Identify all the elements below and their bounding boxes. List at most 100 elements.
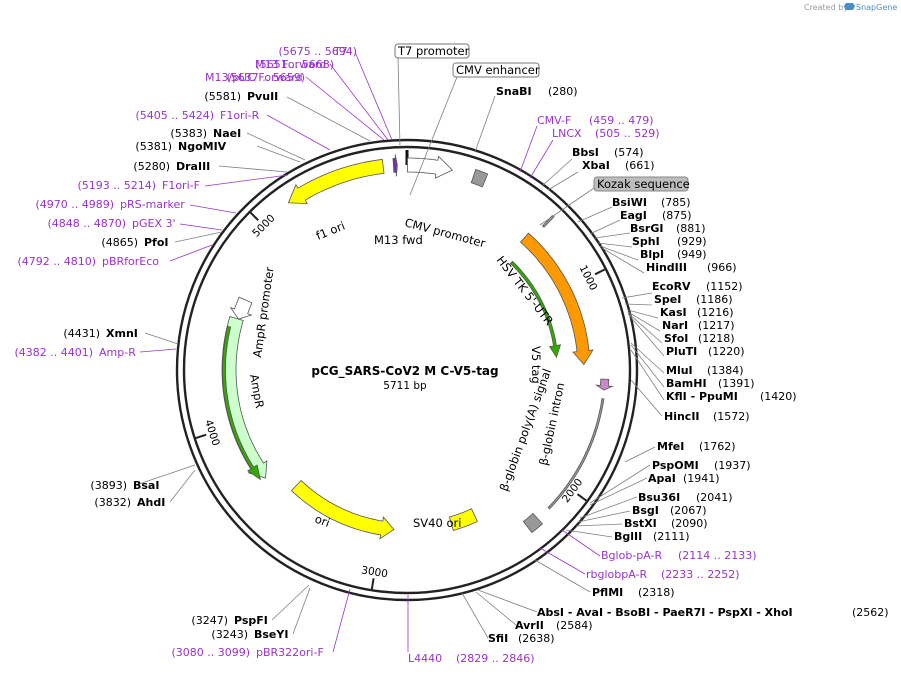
svg-text:(5193 .. 5214): (5193 .. 5214): [77, 179, 156, 192]
site-label: BglII (2111): [614, 530, 690, 543]
svg-text:(1762): (1762): [699, 440, 736, 453]
svg-text:EcoRV: EcoRV: [652, 280, 691, 293]
svg-text:pBR322ori-F: pBR322ori-F: [256, 646, 324, 659]
svg-text:(966): (966): [707, 261, 737, 274]
svg-text:BsgI: BsgI: [632, 504, 659, 517]
ruler-tick: [576, 493, 588, 502]
svg-text:ApaI: ApaI: [648, 472, 676, 485]
site-label: HindIII(966): [646, 261, 737, 274]
ruler-tick: [594, 268, 606, 276]
svg-text:Bsu36I: Bsu36I: [638, 491, 680, 504]
svg-text:CMV-F: CMV-F: [537, 114, 571, 127]
svg-text:LNCX: LNCX: [552, 127, 582, 140]
site-label: LNCX (505 .. 529): [552, 127, 660, 140]
site-label: AbsI - AvaI - BsoBI - PaeR7I - PspXI - X…: [537, 606, 889, 619]
feature-ampr-green-: [222, 325, 262, 481]
svg-text:L4440: L4440: [408, 652, 442, 665]
svg-text:rbglobpA-R: rbglobpA-R: [586, 568, 647, 581]
credit-brand: SnapGene: [856, 3, 897, 12]
site-label: (5581)PvuII: [204, 90, 278, 103]
feature--globin-poly-a-signal: [522, 512, 543, 534]
svg-text:(5280): (5280): [133, 160, 170, 173]
svg-text:(1217): (1217): [698, 319, 735, 332]
svg-text:NgoMIV: NgoMIV: [178, 140, 227, 153]
svg-text:(280): (280): [548, 85, 578, 98]
svg-text:M13 Forward: M13 Forward: [255, 58, 326, 71]
svg-text:MluI: MluI: [666, 364, 693, 377]
svg-text:(1152): (1152): [706, 280, 743, 293]
feature-m13-fwd: [392, 154, 398, 177]
svg-text:(1220): (1220): [708, 345, 745, 358]
svg-text:(1216): (1216): [697, 306, 734, 319]
site-label: (5405 .. 5424)F1ori-R: [135, 109, 259, 122]
svg-text:(3247): (3247): [191, 614, 228, 627]
site-label: BamHI (1391): [666, 377, 755, 390]
svg-text:(2114 .. 2133): (2114 .. 2133): [678, 549, 757, 562]
svg-text:PspOMI: PspOMI: [652, 459, 699, 472]
site-label: (5675 .. 5694)T7: [278, 45, 357, 58]
site-label: (4792 .. 4810)pBRforEco: [17, 255, 159, 268]
svg-text:(785): (785): [661, 196, 691, 209]
svg-text:BbsI: BbsI: [572, 146, 599, 159]
site-label: EagI(875): [620, 209, 692, 222]
svg-text:(3243): (3243): [211, 628, 248, 641]
site-label: (3243)BseYI: [211, 628, 288, 641]
site-label: Bglob-pA-R(2114 .. 2133): [601, 549, 757, 562]
site-label: (5193 .. 5214) F1ori-F: [77, 179, 200, 192]
svg-text:(574): (574): [614, 146, 644, 159]
svg-text:(459 .. 479): (459 .. 479): [589, 114, 654, 127]
site-label: AvrII(2584): [515, 619, 593, 632]
site-label: HincII(1572): [664, 410, 750, 423]
svg-text:BglII: BglII: [614, 530, 642, 543]
svg-text:NaeI: NaeI: [213, 127, 241, 140]
svg-text:(875): (875): [662, 209, 692, 222]
svg-text:(4431): (4431): [63, 327, 100, 340]
svg-text:PvuII: PvuII: [247, 90, 278, 103]
leader-lines: [135, 51, 665, 653]
svg-text:BsaI: BsaI: [133, 479, 159, 492]
site-label: (3080 .. 3099)pBR322ori-F: [171, 646, 323, 659]
svg-text:(5675 .. 5694): (5675 .. 5694): [278, 45, 357, 58]
ampr-label: AmpR: [247, 373, 267, 409]
plasmid-name: pCG_SARS-CoV2 M C-V5-tag: [311, 364, 498, 379]
svg-text:pRS-marker: pRS-marker: [120, 198, 185, 211]
svg-text:SfiI: SfiI: [488, 632, 508, 645]
svg-text:(2111): (2111): [653, 530, 690, 543]
site-label: SfoI(1218): [664, 332, 735, 345]
svg-text:AhdI: AhdI: [137, 496, 165, 509]
feature-ampr-promoter: [229, 296, 253, 320]
site-label: PluTI(1220): [666, 345, 745, 358]
kozak-sequence-label: Kozak sequence: [597, 177, 690, 191]
site-label: (3893)BsaI: [90, 479, 159, 492]
svg-text:BamHI: BamHI: [666, 377, 707, 390]
site-label: BsrGI(881): [630, 222, 706, 235]
site-label: (4970 .. 4989)pRS-marker: [35, 198, 185, 211]
svg-text:(1218): (1218): [698, 332, 735, 345]
ruler-tick-label: 1000: [577, 263, 600, 292]
site-label: PspOMI(1937): [652, 459, 751, 472]
svg-text:(929): (929): [677, 235, 707, 248]
site-label: (4431)XmnI: [63, 327, 137, 340]
svg-text:(1391): (1391): [718, 377, 755, 390]
feature-ori: [290, 479, 395, 540]
svg-text:MfeI: MfeI: [657, 440, 684, 453]
svg-text:(4382 .. 4401): (4382 .. 4401): [14, 346, 93, 359]
feature-v5-tag: [594, 378, 614, 391]
svg-text:KflI - PpuMI: KflI - PpuMI: [666, 390, 738, 403]
svg-text:(4792 .. 4810): (4792 .. 4810): [17, 255, 96, 268]
feature--globin-intron: [547, 398, 605, 510]
backbone-outer-circle: [175, 138, 639, 602]
svg-text:(505 .. 529): (505 .. 529): [595, 127, 660, 140]
svg-text:BsiWI: BsiWI: [612, 196, 647, 209]
svg-text:(5405 .. 5424): (5405 .. 5424): [135, 109, 214, 122]
svg-text:(2318): (2318): [638, 586, 675, 599]
svg-text:F1ori-F: F1ori-F: [162, 179, 200, 192]
svg-text:(2829 .. 2846): (2829 .. 2846): [456, 652, 535, 665]
site-label: (4848 .. 4870)pGEX 3': [47, 217, 175, 230]
site-label: CMV-F (459 .. 479): [537, 114, 654, 127]
svg-text:(661): (661): [625, 159, 655, 172]
site-label: PflMI(2318): [592, 586, 675, 599]
backbone-inner-circle: [182, 145, 632, 595]
svg-text:(5637 .. 5659): (5637 .. 5659): [226, 71, 305, 84]
